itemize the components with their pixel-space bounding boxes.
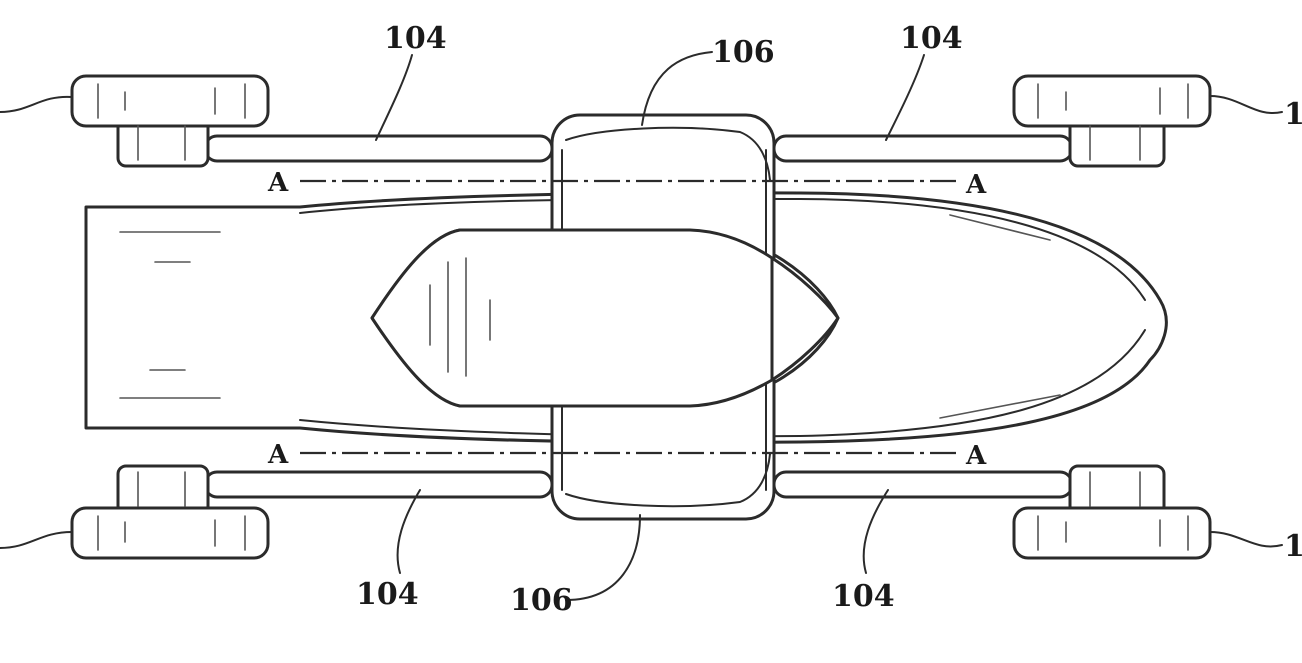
section-mark-bottom-left: A <box>267 440 289 470</box>
ref-label-hub-bottom: 106 <box>510 583 573 618</box>
wheel-top-left <box>70 74 270 168</box>
wheel-bottom-right <box>1012 464 1212 560</box>
arm-bottom <box>203 470 1074 499</box>
center-hub <box>370 113 840 521</box>
wheel-top-right <box>1012 74 1212 168</box>
leader-lines <box>0 51 1283 601</box>
ref-label-wheel-right-top: 1 <box>1284 97 1302 132</box>
section-mark-top-right: A <box>965 170 987 200</box>
ref-label-hub-top: 106 <box>712 35 775 70</box>
ref-label-arm-bottom-right: 104 <box>832 579 895 614</box>
ref-label-arm-top-right: 104 <box>900 21 963 56</box>
arm-top <box>203 134 1074 163</box>
section-mark-top-left: A <box>267 168 289 198</box>
ref-label-arm-bottom-left: 104 <box>356 577 419 612</box>
ref-label-arm-top-left: 104 <box>384 21 447 56</box>
ref-label-wheel-right-bottom: 1 <box>1284 529 1302 564</box>
section-mark-bottom-right: A <box>965 441 987 471</box>
